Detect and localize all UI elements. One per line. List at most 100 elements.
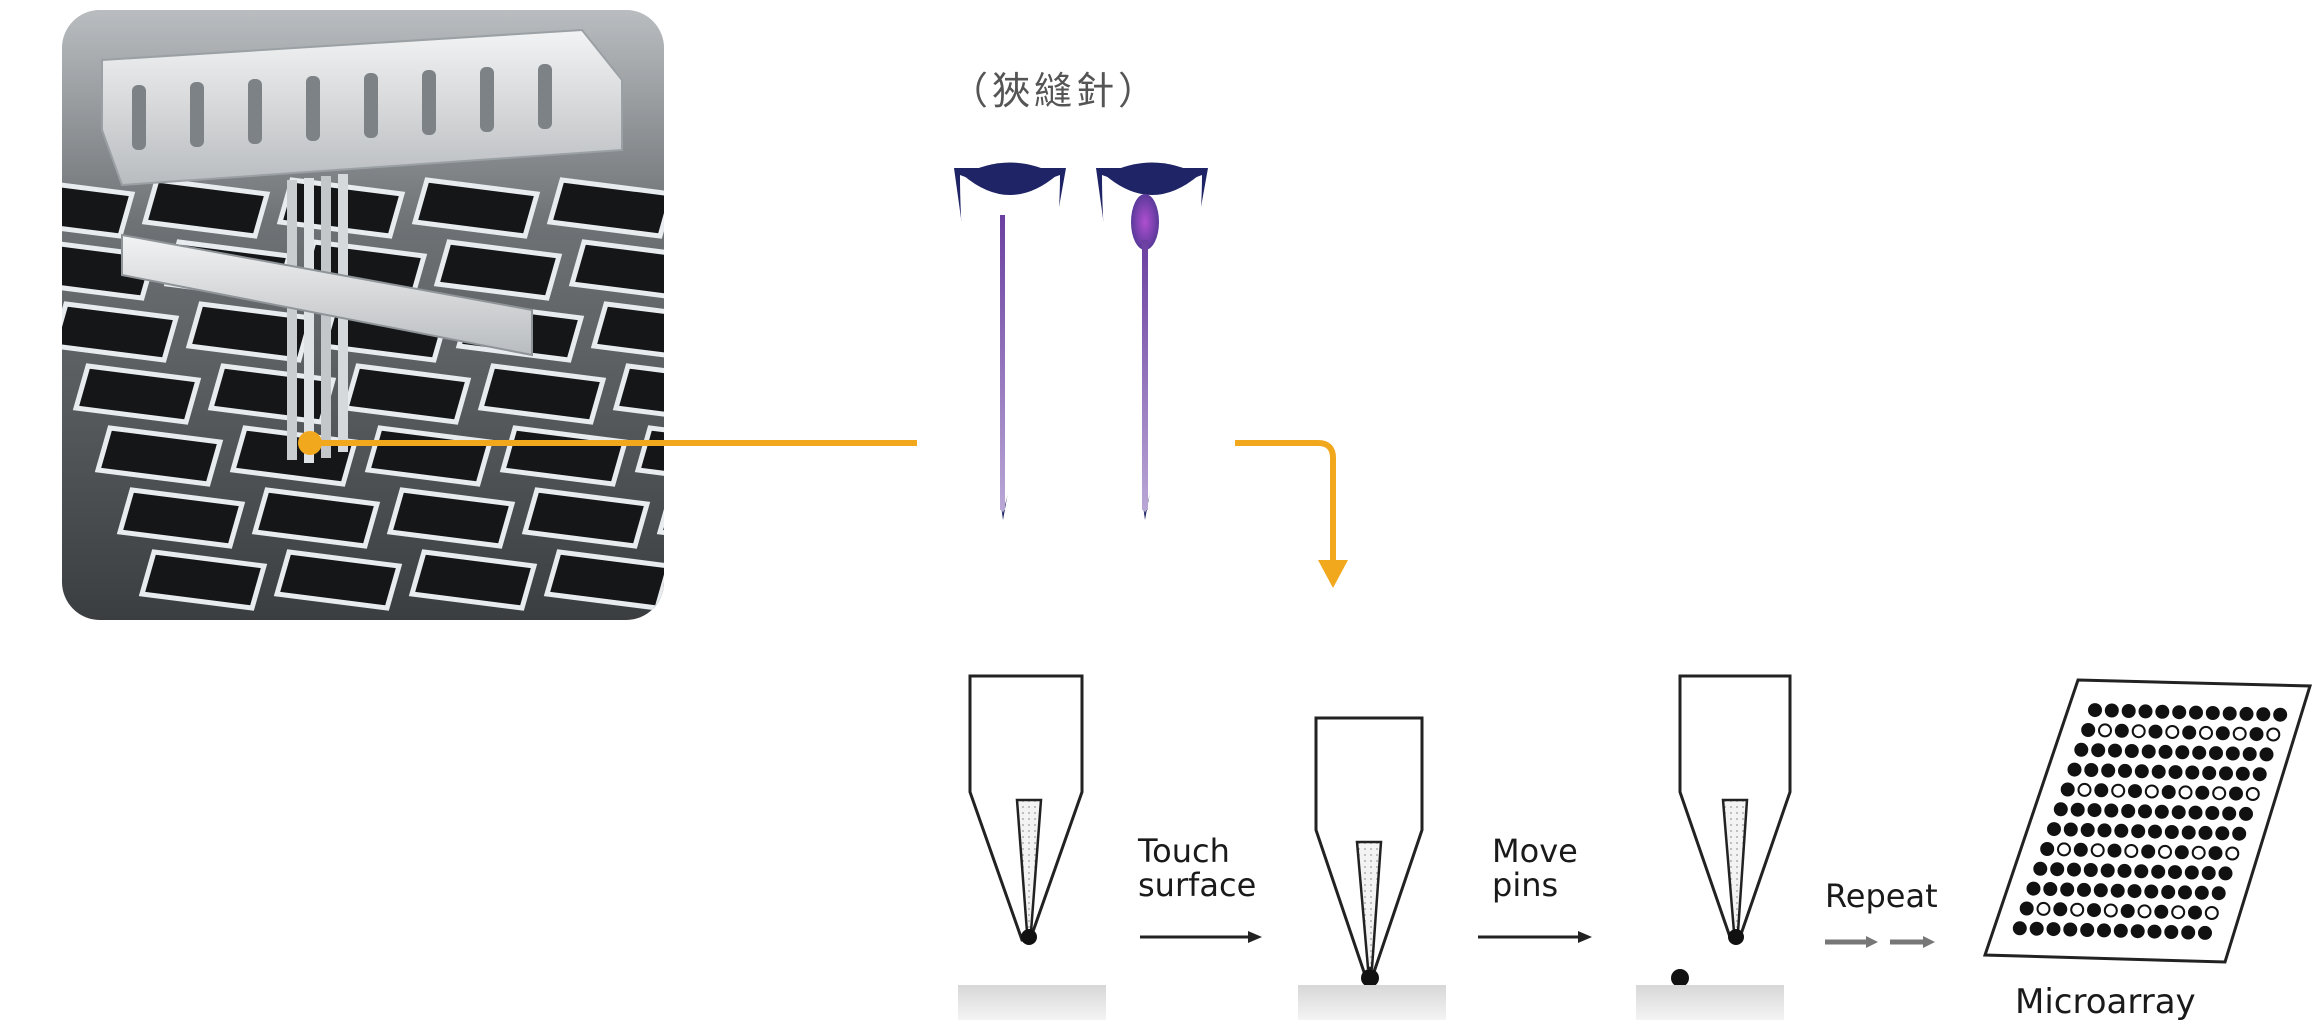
microarray-spot: [2202, 766, 2217, 780]
microarray-spot: [2144, 784, 2159, 799]
microarray-spot: [2098, 723, 2112, 738]
microarray-spot: [2229, 786, 2243, 801]
microarray-spot: [2121, 804, 2136, 818]
microarray-spot: [2242, 747, 2257, 761]
microarray-spot: [2067, 862, 2081, 877]
microarray-spot: [2111, 783, 2126, 798]
microarray-spot: [2266, 727, 2281, 742]
microarray-spot: [2158, 744, 2173, 759]
microarray-spot: [2141, 844, 2156, 859]
microarray-spot: [2215, 726, 2230, 741]
microarray-spot: [2199, 725, 2213, 740]
microarray-spot: [2046, 922, 2061, 937]
microarray-spot: [2043, 882, 2058, 896]
microarray-spot: [2108, 743, 2122, 758]
microarray-spot: [2161, 885, 2176, 899]
microarray-spot: [2121, 704, 2136, 718]
microarray-spot: [2033, 861, 2048, 876]
microarray-spot: [2077, 882, 2091, 897]
microarray-spot: [2195, 785, 2210, 800]
microarray-spot: [2168, 765, 2183, 780]
microarray-spot: [2080, 823, 2095, 837]
microarray-spot: [2181, 825, 2196, 840]
microarray-spot: [2192, 745, 2207, 760]
microarray-spot: [2218, 866, 2233, 881]
microarray-spot: [2131, 724, 2146, 739]
microarray-label: Microarray: [2015, 982, 2196, 1022]
microarray-spot: [2137, 904, 2152, 919]
step-pin-lift: [1636, 674, 1792, 1020]
microarray-spot: [2128, 784, 2142, 799]
microarray-spot: [2189, 705, 2203, 720]
arrow-move: [1478, 931, 1592, 943]
microarray-spot: [2084, 763, 2099, 777]
microarray-spot: [2178, 885, 2192, 900]
microarray-spot: [2215, 826, 2230, 841]
microarray-spot: [2094, 783, 2109, 798]
microarray-spot: [2113, 923, 2128, 938]
microarray-spot: [2182, 725, 2197, 740]
arrow-repeat: [1825, 936, 1935, 948]
microarray-spot: [2151, 764, 2166, 779]
microarray-spot: [2208, 846, 2223, 861]
microarray-spot: [2114, 723, 2129, 738]
microarray-spot: [2083, 863, 2098, 877]
microarray-spot: [2060, 882, 2075, 897]
microarray-spot: [2101, 763, 2116, 778]
move-label-line2: pins: [1492, 865, 1559, 904]
microarray-spot: [2164, 825, 2179, 839]
microarray-spot: [2063, 822, 2078, 837]
microarray-spot: [2212, 786, 2227, 801]
microarray-spot: [2134, 864, 2149, 879]
microarray-spot: [2155, 704, 2170, 719]
microarray-spot: [2188, 905, 2202, 920]
microarray-spot: [2181, 925, 2196, 940]
slit-pin-empty: [954, 162, 1066, 520]
microarray-spot: [2239, 806, 2253, 821]
move-pins-label: Move pins: [1492, 834, 1578, 904]
microarray-spot: [2073, 842, 2088, 857]
microarray-spot: [2249, 727, 2264, 742]
microarray-slide: [1982, 678, 2313, 964]
microarray-spot: [2198, 825, 2213, 840]
microarray-spot: [2050, 862, 2065, 877]
microarray-spot: [2185, 765, 2200, 780]
microarray-spot: [2211, 886, 2226, 901]
microarray-spot: [2161, 785, 2176, 799]
microarray-spot: [2127, 884, 2142, 899]
microarray-spot: [2256, 707, 2271, 722]
microarray-spot: [2053, 802, 2068, 817]
microarray-spot: [2124, 844, 2139, 858]
microarray-spot: [2171, 805, 2186, 820]
microarray-spot: [2232, 826, 2247, 841]
microarray-spot: [2087, 803, 2102, 818]
microarray-spot: [2057, 842, 2071, 857]
microarray-spot: [2204, 906, 2219, 920]
microarray-spot: [2107, 843, 2122, 858]
microarray-spot: [2147, 924, 2162, 939]
microarray-spot: [2138, 804, 2152, 819]
microarray-spot: [2222, 706, 2237, 721]
microarray-spot: [2205, 806, 2220, 820]
microarray-spot: [2245, 787, 2260, 801]
microarray-spot: [2070, 902, 2085, 917]
microarray-spot: [2093, 883, 2108, 898]
microarray-spot: [2198, 925, 2212, 940]
microarray-spot: [2164, 925, 2179, 939]
slit-pin-loaded: [1096, 162, 1208, 520]
microarray-spot: [2077, 782, 2092, 797]
microarray-spot: [2012, 921, 2027, 936]
microarray-spot: [2080, 923, 2095, 937]
microarray-spot: [2178, 785, 2193, 800]
step-pin-touch: [1298, 716, 1446, 1020]
microarray-spot: [2047, 822, 2061, 837]
connector-arrow: [298, 431, 917, 455]
microarray-spot: [2134, 764, 2149, 779]
microarray-spot: [2060, 782, 2075, 797]
slit-pin-label: （狹縫針）: [950, 69, 1161, 113]
microarray-spot: [2070, 802, 2085, 817]
down-arrow: [1235, 440, 1348, 588]
microarray-spot: [2154, 804, 2169, 819]
microarray-spot: [2219, 766, 2233, 781]
microarray-spot: [2067, 762, 2082, 777]
